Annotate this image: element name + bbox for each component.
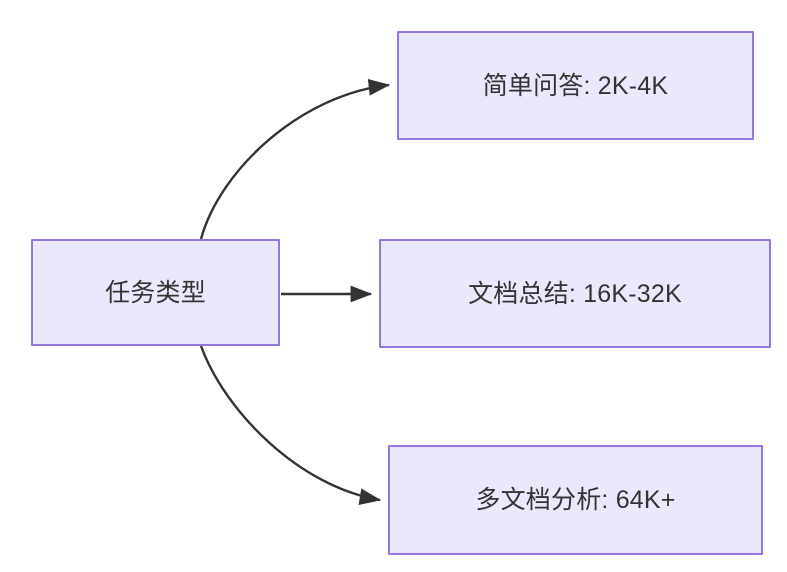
node-task-type-label: 任务类型 — [105, 278, 206, 307]
node-simple-qa-label: 简单问答: 2K-4K — [482, 71, 669, 100]
edge-source-to-multidoc — [199, 345, 382, 506]
node-multi-document-analysis[interactable]: 多文档分析: 64K+ — [388, 445, 763, 555]
node-document-summary[interactable]: 文档总结: 16K-32K — [379, 239, 771, 348]
node-simple-qa[interactable]: 简单问答: 2K-4K — [397, 31, 754, 140]
node-task-type[interactable]: 任务类型 — [31, 239, 280, 346]
edge-source-to-simple — [199, 78, 391, 240]
node-multi-document-analysis-label: 多文档分析: 64K+ — [475, 486, 676, 514]
node-document-summary-label: 文档总结: 16K-32K — [468, 279, 682, 308]
